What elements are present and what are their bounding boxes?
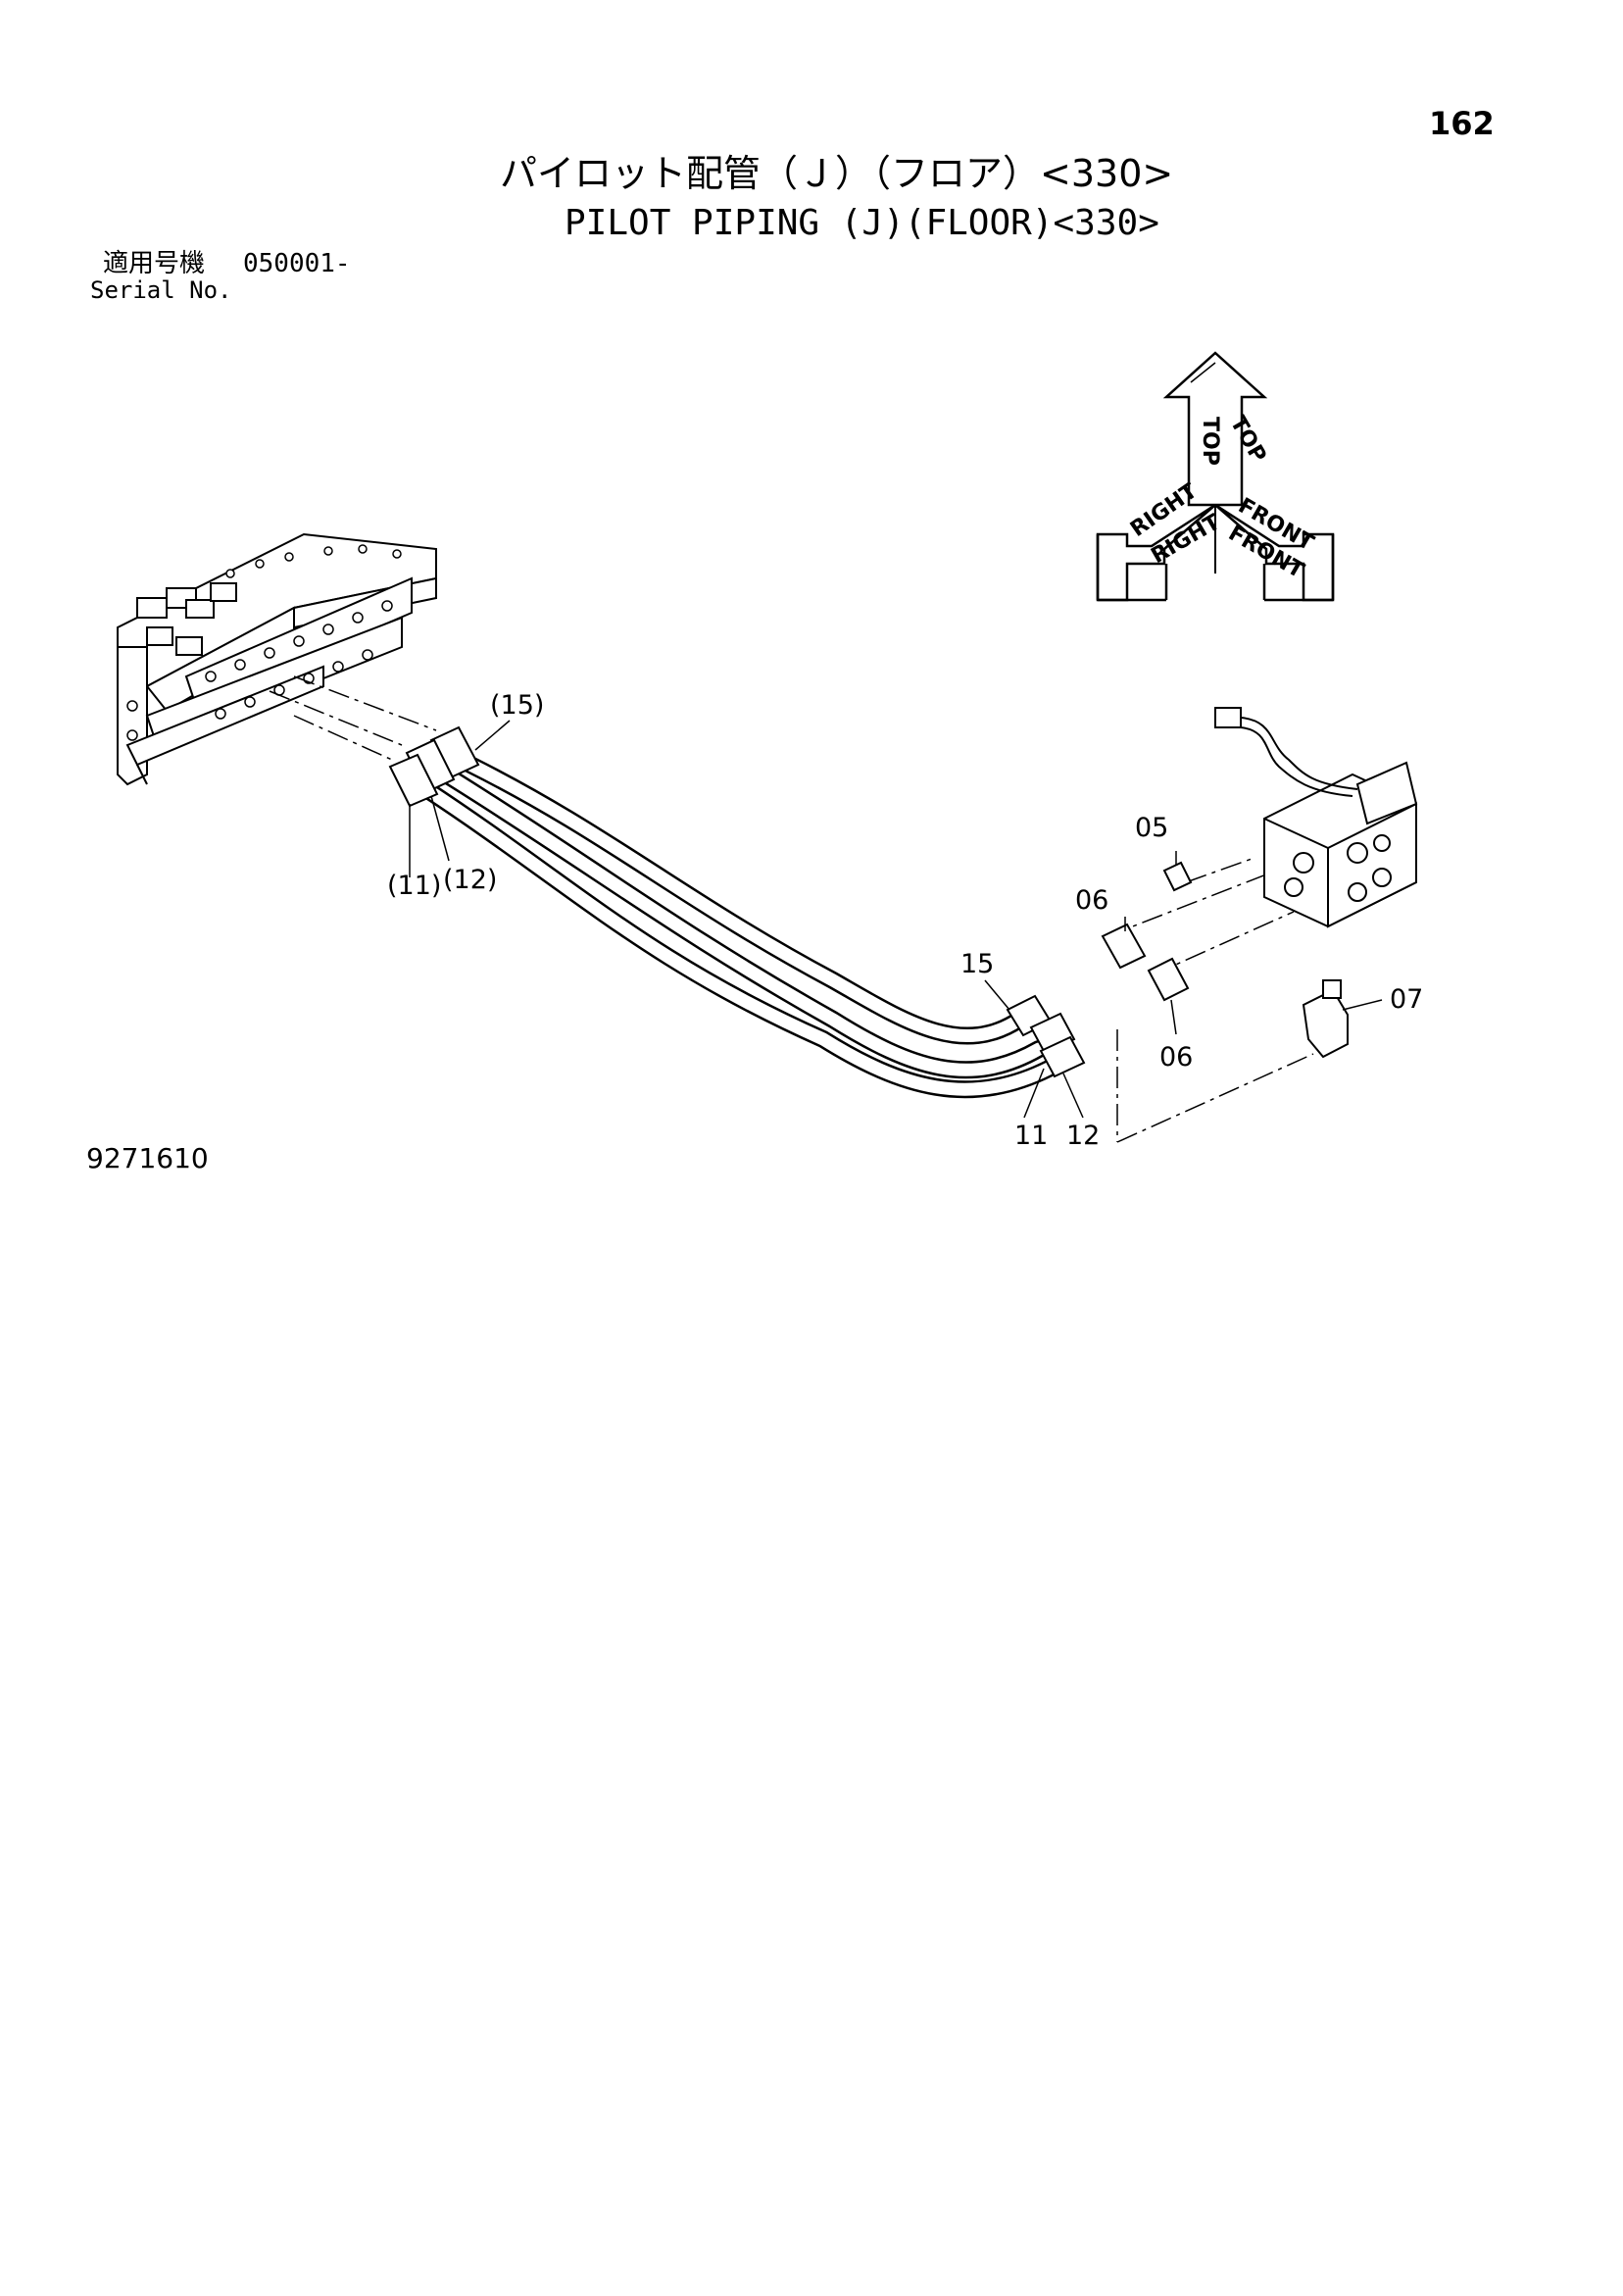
adapter-06-upper-icon xyxy=(1101,923,1147,970)
hose-end-fittings xyxy=(388,725,1086,1078)
wiring-harness-connector xyxy=(1214,707,1358,797)
manifold-bolt-holes xyxy=(126,544,402,741)
orientation-indicator xyxy=(1096,351,1335,602)
plug-05-icon xyxy=(1162,861,1193,892)
elbow-07-icon xyxy=(1302,988,1349,1059)
hose-11 xyxy=(418,780,1057,1099)
adapter-06-lower-icon xyxy=(1147,957,1190,1002)
callout-15: 15 xyxy=(960,949,994,979)
callout-12-parenthesized: (12) xyxy=(443,865,497,895)
callout-leader-lines xyxy=(409,720,1383,1119)
pilot-valve-block xyxy=(1263,761,1418,928)
callout-06-upper: 06 xyxy=(1075,885,1108,916)
hydraulic-hoses xyxy=(418,756,1057,1099)
callout-15-parenthesized: (15) xyxy=(490,690,544,721)
page-title-english: PILOT PIPING (J)(FLOOR)<330> xyxy=(565,203,1159,243)
serial-label-english: Serial No. xyxy=(90,276,232,304)
adapters xyxy=(1101,861,1349,1059)
callout-06-lower: 06 xyxy=(1159,1042,1193,1073)
serial-label-japanese: 適用号機 xyxy=(103,249,206,278)
callout-11: 11 xyxy=(1014,1121,1048,1151)
drawing-number: 9271610 xyxy=(86,1142,209,1174)
serial-number-range: 050001- xyxy=(243,249,351,278)
page-title-japanese: パイロット配管（Ｊ）（フロア）<330> xyxy=(500,152,1174,195)
assembly-center-lines xyxy=(269,675,1314,1143)
callout-12: 12 xyxy=(1066,1121,1100,1151)
valve-manifold-bracket xyxy=(117,532,437,786)
callout-11-parenthesized: (11) xyxy=(387,871,441,901)
orientation-top-label: TOP xyxy=(1198,417,1222,466)
page-number: 162 xyxy=(1429,105,1495,142)
callout-07: 07 xyxy=(1390,984,1423,1015)
callout-05: 05 xyxy=(1135,813,1168,843)
